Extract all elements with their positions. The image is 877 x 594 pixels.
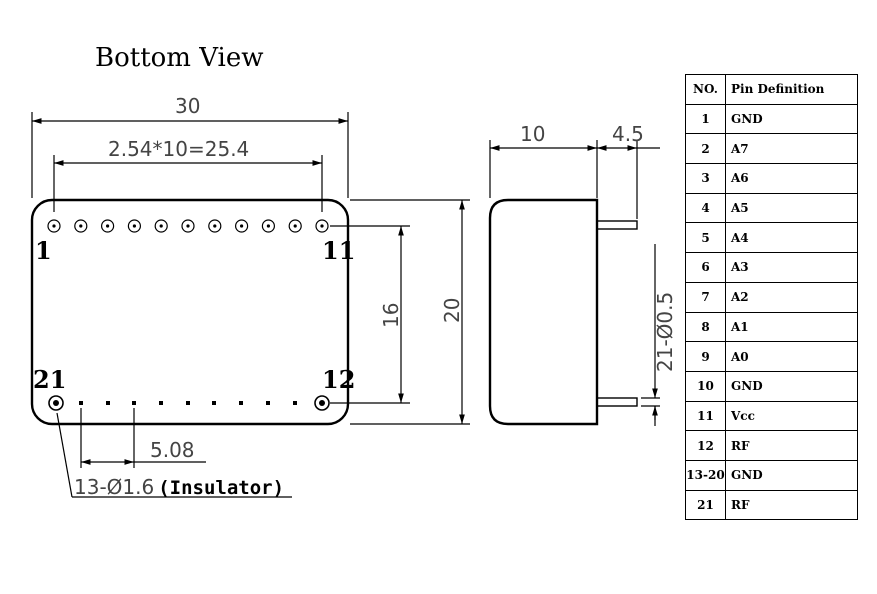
pin-definition: A7 [725,133,858,165]
pin-definition: A2 [725,281,858,313]
pin-number: 2 [685,133,726,165]
pin-number: 12 [685,430,726,461]
table-header-row: NO. Pin Definition [685,74,858,105]
dimension-height [350,199,470,425]
pin-number: 11 [685,400,726,432]
pin-number: 1 [685,103,726,135]
pin-definition: GND [725,370,858,402]
dimension-width-label: 30 [175,94,200,118]
view-title: Bottom View [95,43,264,73]
pin-definition: A5 [725,192,858,224]
pin-definition: A3 [725,252,858,283]
dimension-pin-diameter [641,244,660,426]
pin-number: 10 [685,370,726,402]
dimension-width [31,112,349,198]
pin-number: 21 [685,489,726,521]
pin-definition: Vcc [725,400,858,432]
pin-row-top [47,219,329,233]
pin-definition: RF [725,489,858,521]
pin-number: 6 [685,252,726,283]
dimension-insulator-pitch-label: 5.08 [150,438,195,462]
pin-number: 8 [685,311,726,343]
dimension-pin-span-label: 2.54*10=25.4 [108,137,249,161]
header-pin-definition: Pin Definition [725,74,858,105]
pin-number: 7 [685,281,726,313]
pin-definition: GND [725,459,858,491]
pin-row-bottom [48,395,330,411]
pin-label-12: 12 [322,365,355,394]
pin-number: 4 [685,192,726,224]
dimension-row-gap [330,225,410,404]
dimension-pin-diameter-label: 21-Ø0.5 [653,292,677,372]
pin-definition: A6 [725,163,858,194]
pin-label-21: 21 [33,365,66,394]
module-body-side-view [488,198,599,426]
pin-number: 9 [685,341,726,372]
dimension-height-label: 20 [440,298,464,323]
pin-definition: RF [725,430,858,461]
insulator-leader [56,412,292,498]
dimension-pin-length-label: 4.5 [612,122,644,146]
module-body-bottom-view [30,198,350,426]
dimension-pin-span [53,155,323,212]
pin-definition: GND [725,103,858,135]
pin-label-1: 1 [35,236,52,265]
pin-number: 3 [685,163,726,194]
dimension-side [489,140,660,219]
pin-number: 13-20 [685,459,726,491]
pin-label-11: 11 [322,236,355,265]
dimension-depth-label: 10 [520,122,545,146]
pin-definition: A0 [725,341,858,372]
insulator-callout: 13-Ø1.6(Insulator) [74,475,284,499]
pin-number: 5 [685,222,726,254]
pin-definition: A4 [725,222,858,254]
dimension-insulator-pitch [80,408,206,468]
side-pins [596,220,638,407]
pin-definition: A1 [725,311,858,343]
header-no: NO. [685,74,726,105]
dimension-row-gap-label: 16 [379,303,403,328]
